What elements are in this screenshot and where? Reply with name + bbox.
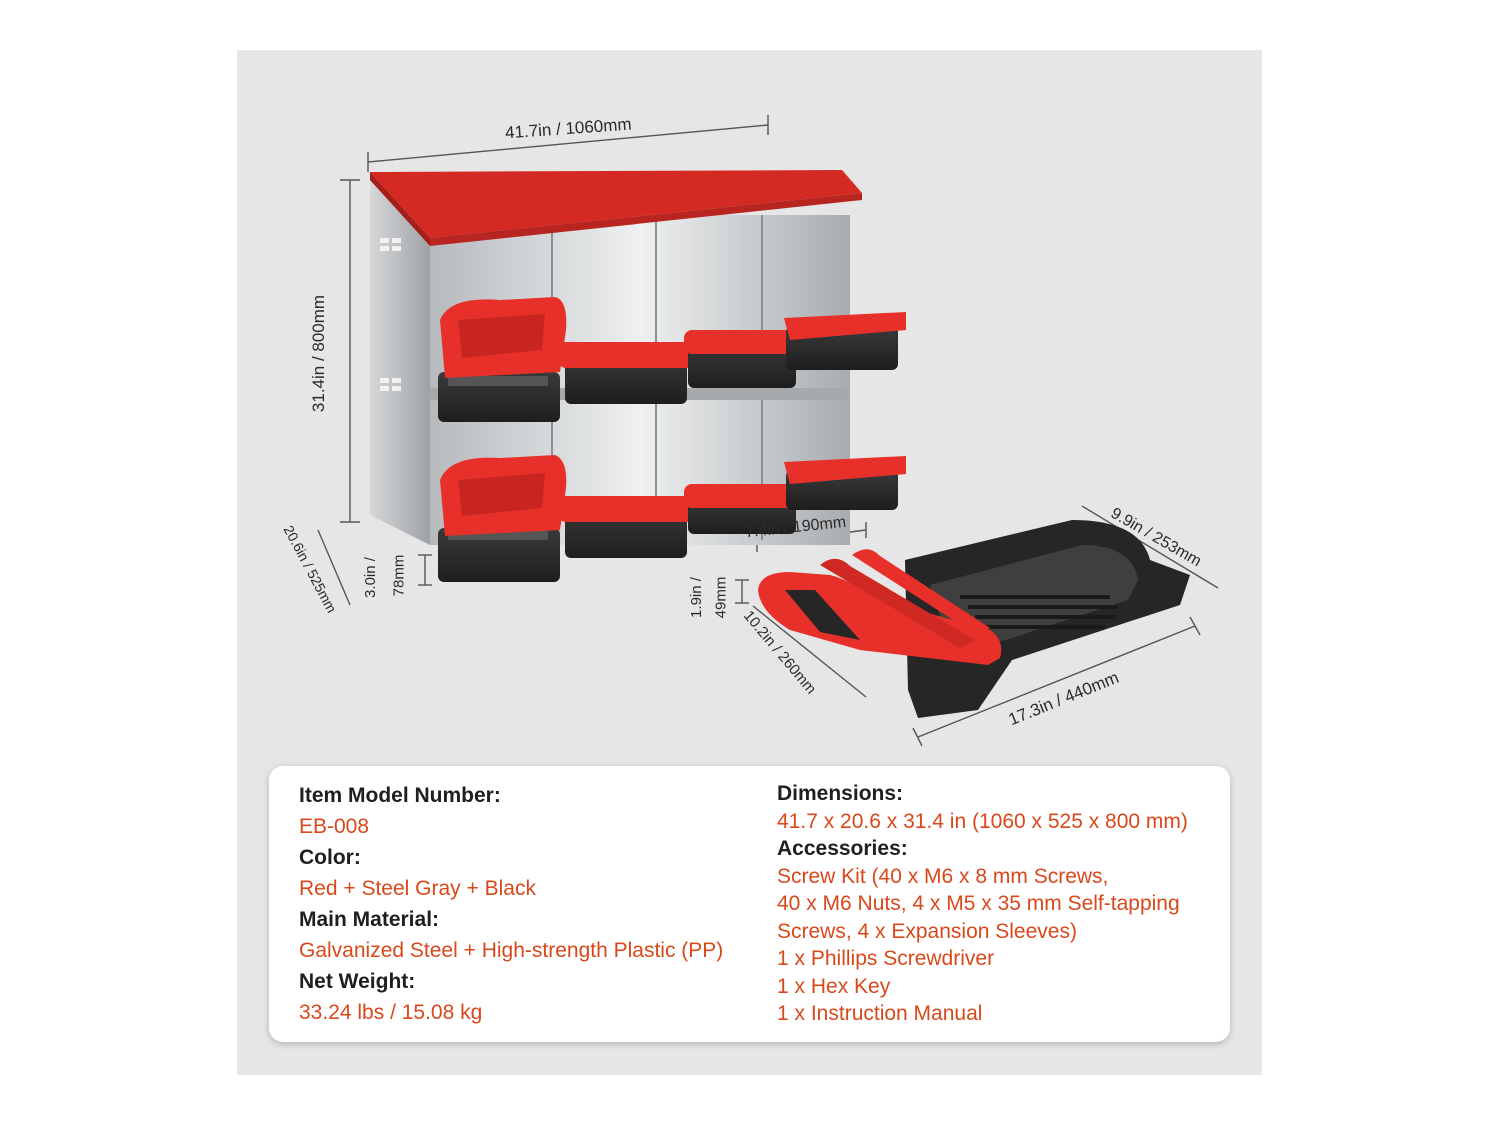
- accessories-label: Accessories:: [777, 837, 908, 860]
- material-value: Galvanized Steel + High-strength Plastic…: [299, 939, 724, 962]
- accessory-item: 1 x Hex Key: [777, 974, 891, 998]
- height-dimension-label: 31.4in / 800mm: [309, 294, 329, 413]
- dimensions-value: 41.7 x 20.6 x 31.4 in (1060 x 525 x 800 …: [777, 809, 1188, 833]
- color-value: Red + Steel Gray + Black: [299, 877, 536, 900]
- accessory-item: 1 x Phillips Screwdriver: [777, 947, 995, 970]
- specs-right-column: Dimensions: 41.7 x 20.6 x 31.4 in (1060 …: [777, 780, 1217, 1028]
- color-label: Color:: [299, 846, 361, 869]
- material-label: Main Material:: [299, 908, 440, 931]
- tray-short-height-label-2: 49mm: [712, 576, 730, 619]
- net-weight-label: Net Weight:: [299, 970, 416, 993]
- standalone-tray: [758, 520, 1190, 718]
- dimensions-label: Dimensions:: [777, 782, 904, 805]
- accessory-item: 1 x Instruction Manual: [777, 1002, 983, 1025]
- accessory-item: Screw Kit (40 x M6 x 8 mm Screws,: [777, 864, 1109, 888]
- accessory-item: Screws, 4 x Expansion Sleeves): [777, 919, 1077, 943]
- specifications-card: Item Model Number: EB-008 Color: Red + S…: [269, 766, 1230, 1042]
- tray-height-label-1: 3.0in /: [361, 557, 379, 598]
- net-weight-value: 33.24 lbs / 15.08 kg: [299, 1001, 483, 1024]
- lower-trays: [438, 455, 906, 582]
- tray-height-label-2: 78mm: [390, 554, 408, 597]
- model-number-label: Item Model Number:: [299, 784, 501, 807]
- accessory-item: 40 x M6 Nuts, 4 x M5 x 35 mm Self-tappin…: [777, 892, 1180, 915]
- accessories-list: Screw Kit (40 x M6 x 8 mm Screws, 40 x M…: [777, 863, 1217, 1028]
- specs-left-column: Item Model Number: EB-008 Color: Red + S…: [299, 780, 769, 1028]
- model-number-value: EB-008: [299, 815, 370, 838]
- upper-trays: [438, 297, 906, 422]
- tray-short-height-label-1: 1.9in /: [687, 577, 705, 618]
